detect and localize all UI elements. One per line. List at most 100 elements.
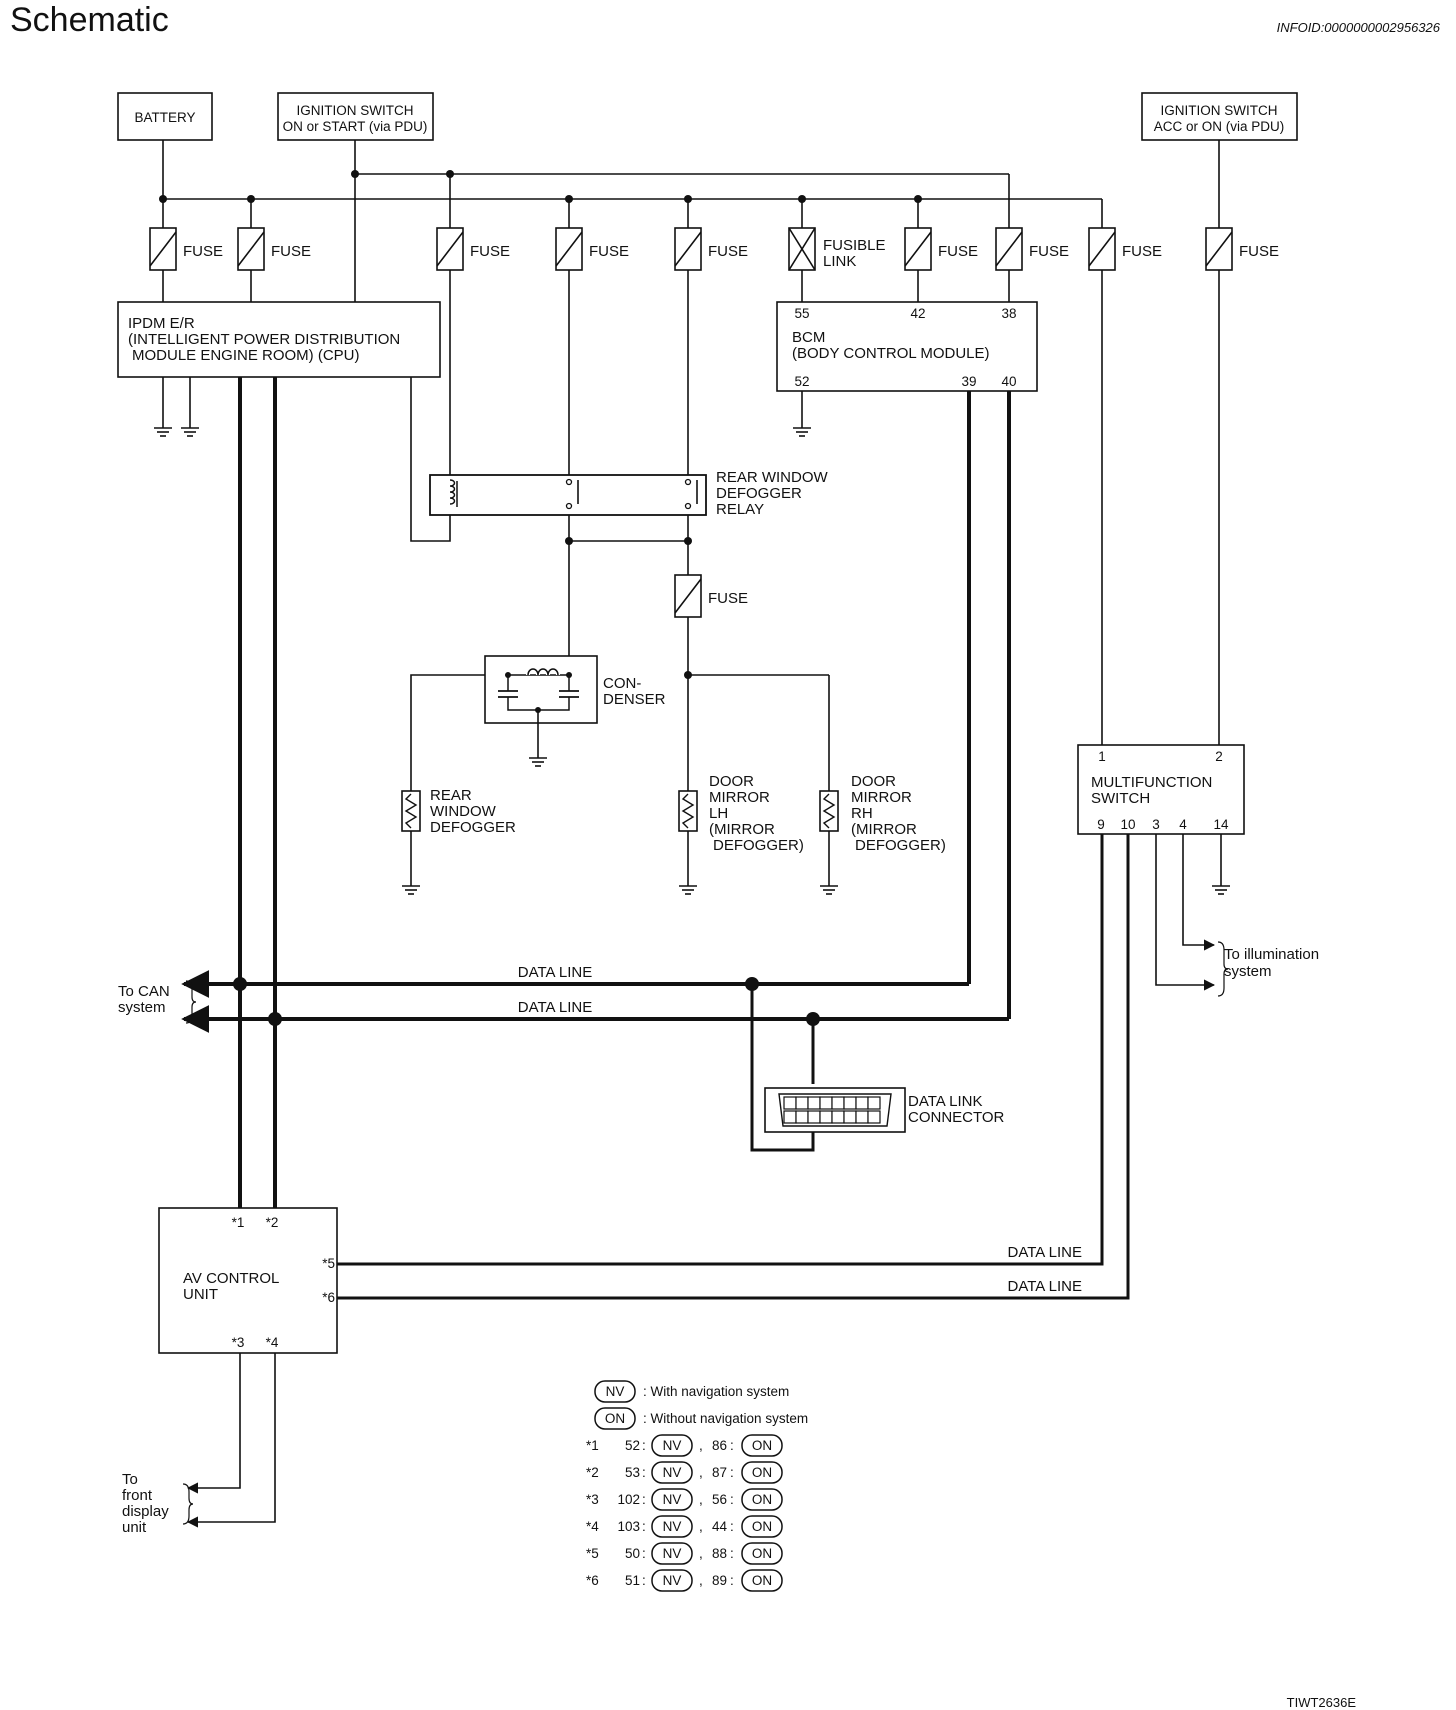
svg-text:14: 14 [1213, 817, 1229, 832]
data-link-connector: DATA LINK CONNECTOR [764, 1087, 1005, 1133]
svg-text:40: 40 [1001, 374, 1016, 389]
av-data-lines: DATA LINE DATA LINE [337, 834, 1130, 1300]
svg-text:(INTELLIGENT POWER DISTRIBUTIO: (INTELLIGENT POWER DISTRIBUTION [128, 331, 400, 348]
fuse-4: FUSE [555, 227, 629, 271]
svg-text:*2: *2 [266, 1215, 279, 1230]
svg-text:LH: LH [709, 805, 728, 822]
fuse-5: FUSE [674, 227, 748, 271]
svg-text:*1: *1 [586, 1438, 599, 1453]
svg-text:: With navigation system: : With navigation system [643, 1384, 789, 1399]
svg-text:,: , [699, 1438, 703, 1453]
svg-text:,: , [699, 1492, 703, 1507]
legend-row: *5 50 : NV , 88 : ON [586, 1542, 783, 1565]
svg-text:103: 103 [617, 1519, 640, 1534]
svg-text:*6: *6 [322, 1290, 335, 1305]
svg-text:DEFOGGER): DEFOGGER) [855, 837, 946, 854]
svg-text:RELAY: RELAY [716, 501, 764, 518]
svg-text:38: 38 [1001, 306, 1016, 321]
svg-text:*5: *5 [322, 1256, 335, 1271]
svg-text:front: front [122, 1487, 153, 1504]
fuse-2: FUSE [237, 227, 311, 271]
svg-text:: Without navigation system: : Without navigation system [643, 1411, 808, 1426]
svg-text:NV: NV [606, 1384, 625, 1399]
svg-text:NV: NV [663, 1573, 682, 1588]
front-display-wires: To front display unit [122, 1353, 276, 1536]
svg-text:9: 9 [1097, 817, 1105, 832]
svg-text:FUSE: FUSE [470, 243, 510, 260]
svg-text:*1: *1 [232, 1215, 245, 1230]
svg-text:52: 52 [625, 1438, 640, 1453]
svg-text:*3: *3 [586, 1492, 599, 1507]
svg-text:56: 56 [712, 1492, 727, 1507]
svg-text:FUSE: FUSE [708, 590, 748, 607]
svg-text::: : [642, 1519, 646, 1534]
svg-text:44: 44 [712, 1519, 728, 1534]
svg-text:NV: NV [663, 1546, 682, 1561]
svg-text:88: 88 [712, 1546, 727, 1561]
svg-text:NV: NV [663, 1492, 682, 1507]
svg-text:39: 39 [961, 374, 976, 389]
svg-text::: : [730, 1546, 734, 1561]
svg-text:DOOR: DOOR [851, 773, 896, 790]
svg-text:DEFOGGER): DEFOGGER) [713, 837, 804, 854]
legend-row: *2 53 : NV , 87 : ON [586, 1461, 783, 1484]
svg-text::: : [730, 1492, 734, 1507]
svg-text:FUSE: FUSE [1122, 243, 1162, 260]
svg-text:,: , [699, 1519, 703, 1534]
svg-text:1: 1 [1098, 749, 1106, 764]
svg-text:system: system [1224, 963, 1272, 980]
legend: NV : With navigation system ON : Without… [586, 1380, 808, 1592]
fuse-1: FUSE [149, 227, 223, 271]
figure-id: TIWT2636E [1286, 1695, 1356, 1710]
svg-text:FUSE: FUSE [183, 243, 223, 260]
fuse-6: FUSE [904, 227, 978, 271]
svg-text:3: 3 [1152, 817, 1160, 832]
legend-nv: NV : With navigation system [594, 1380, 789, 1403]
svg-text:87: 87 [712, 1465, 727, 1480]
svg-text::: : [730, 1438, 734, 1453]
rear-window-defogger: REAR WINDOW DEFOGGER [401, 674, 516, 895]
svg-text:2: 2 [1215, 749, 1223, 764]
svg-text:DATA LINE: DATA LINE [518, 964, 592, 981]
fuse-3: FUSE [436, 227, 510, 271]
svg-text:102: 102 [617, 1492, 640, 1507]
svg-text:BATTERY: BATTERY [134, 110, 195, 125]
svg-text:FUSE: FUSE [589, 243, 629, 260]
svg-text:*6: *6 [586, 1573, 599, 1588]
svg-text:ACC or ON (via PDU): ACC or ON (via PDU) [1154, 119, 1285, 134]
fuse-7: FUSE [995, 227, 1069, 271]
svg-text::: : [642, 1492, 646, 1507]
ipdm-er-box: IPDM E/R (INTELLIGENT POWER DISTRIBUTION… [117, 301, 441, 378]
svg-text:ON: ON [752, 1573, 772, 1588]
ipdm-relay-wire [410, 377, 451, 542]
svg-text:ON: ON [752, 1438, 772, 1453]
svg-text:WINDOW: WINDOW [430, 803, 497, 820]
svg-text:DEFOGGER: DEFOGGER [716, 485, 802, 502]
svg-text:UNIT: UNIT [183, 1286, 218, 1303]
svg-text:IPDM E/R: IPDM E/R [128, 315, 195, 332]
can-data-lines: DATA LINE DATA LINE To CAN system [118, 377, 1011, 1208]
legend-row: *6 51 : NV , 89 : ON [586, 1569, 783, 1592]
multifunction-wires: To illumination system [1155, 834, 1319, 997]
svg-text:To CAN: To CAN [118, 983, 170, 1000]
svg-text:ON: ON [752, 1465, 772, 1480]
legend-row: *4 103 : NV , 44 : ON [586, 1515, 783, 1538]
svg-text:NV: NV [663, 1465, 682, 1480]
svg-text::: : [730, 1465, 734, 1480]
svg-text:ON: ON [605, 1411, 625, 1426]
svg-text::: : [642, 1465, 646, 1480]
svg-text:(MIRROR: (MIRROR [851, 821, 917, 838]
svg-text:NV: NV [663, 1438, 682, 1453]
svg-text:FUSE: FUSE [938, 243, 978, 260]
svg-text::: : [730, 1573, 734, 1588]
fuse-10: FUSE [674, 574, 748, 618]
svg-text:86: 86 [712, 1438, 727, 1453]
svg-text:FUSE: FUSE [1239, 243, 1279, 260]
svg-text:DEFOGGER: DEFOGGER [430, 819, 516, 836]
dlc-wiring [750, 984, 815, 1152]
svg-text:89: 89 [712, 1573, 727, 1588]
svg-text:,: , [699, 1546, 703, 1561]
ipdm-grounds [153, 377, 200, 437]
svg-text:To illumination: To illumination [1224, 946, 1319, 963]
